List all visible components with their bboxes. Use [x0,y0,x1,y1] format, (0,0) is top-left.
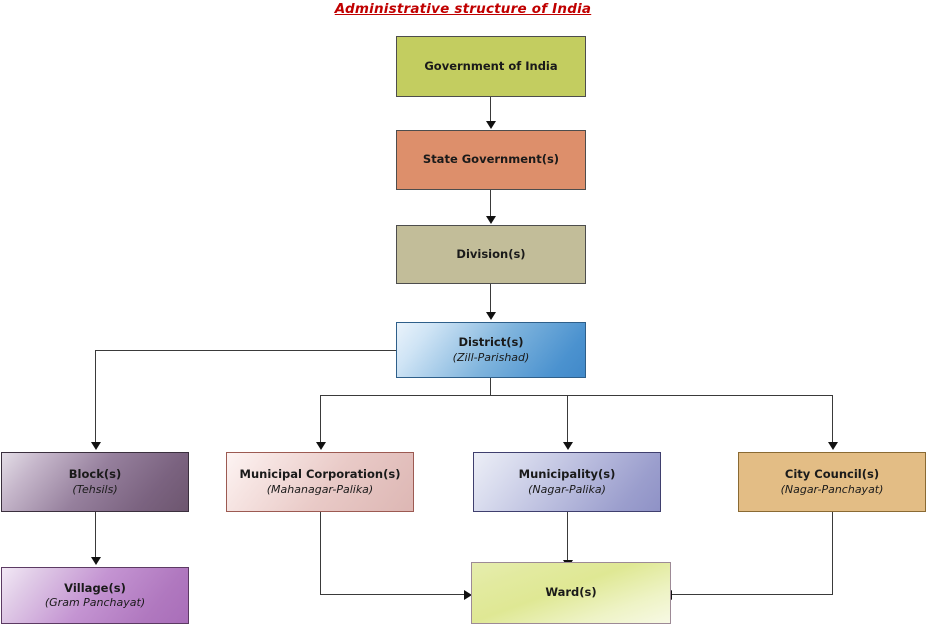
node-label: Ward(s) [545,585,597,600]
arrowhead-municipal-corporation [316,442,326,450]
node-label: Government of India [424,58,558,73]
arrowhead-division [486,216,496,224]
node-municipality[interactable]: Municipality(s) (Nagar-Palika) [473,452,661,512]
node-sublabel: (Mahanagar-Palika) [266,482,374,496]
node-label: Division(s) [456,246,526,261]
node-sublabel: (Zill-Parishad) [452,350,530,364]
arrowhead-state-government [486,121,496,129]
edge-bus-to-municipality [567,395,569,444]
arrowhead-city-council [828,442,838,450]
node-district[interactable]: District(s) (Zill-Parishad) [396,322,586,378]
edge-district-bus-stem [490,378,492,396]
node-government-of-india[interactable]: Government of India [396,36,586,97]
edge-cityCouncil-to-ward-horizontal [672,594,833,596]
edge-goi-to-state [490,97,492,123]
edge-division-to-district [490,284,492,314]
node-state-government[interactable]: State Government(s) [396,130,586,190]
edge-munCorp-to-ward-horizontal [320,594,470,596]
page-title: Administrative structure of India [334,1,592,17]
arrowhead-ward-left [464,590,472,600]
edge-state-to-division [490,190,492,218]
edge-district-to-block-horizontal [95,350,396,352]
arrowhead-municipality [563,442,573,450]
node-label: State Government(s) [422,152,560,167]
node-label: Municipal Corporation(s) [239,467,401,481]
edge-bus-to-city-council [832,395,834,444]
arrowhead-block [91,442,101,450]
node-block[interactable]: Block(s) (Tehsils) [1,452,189,512]
node-sublabel: (Tehsils) [72,482,118,496]
node-division[interactable]: Division(s) [396,225,586,284]
edge-urban-bus [320,395,833,397]
node-label: City Council(s) [784,467,880,481]
node-sublabel: (Nagar-Palika) [528,482,606,496]
edge-bus-to-municipal-corporation [320,395,322,444]
node-village[interactable]: Village(s) (Gram Panchayat) [1,567,189,624]
node-ward[interactable]: Ward(s) [471,562,671,624]
node-label: District(s) [458,335,524,349]
edge-district-to-block-vertical [95,350,97,444]
node-label: Block(s) [68,467,122,481]
arrowhead-district [486,312,496,320]
node-label: Village(s) [64,580,126,595]
edge-municipality-to-ward [567,512,569,562]
node-city-council[interactable]: City Council(s) (Nagar-Panchayat) [738,452,926,512]
node-sublabel: (Nagar-Panchayat) [780,482,884,496]
node-municipal-corporation[interactable]: Municipal Corporation(s) (Mahanagar-Pali… [226,452,414,512]
node-sublabel: (Gram Panchayat) [44,596,146,610]
edge-munCorp-to-ward-vertical [320,512,322,594]
node-label: Municipality(s) [518,467,616,481]
edge-cityCouncil-to-ward-vertical [832,512,834,594]
edge-block-to-village [95,512,97,559]
arrowhead-village [91,557,101,565]
